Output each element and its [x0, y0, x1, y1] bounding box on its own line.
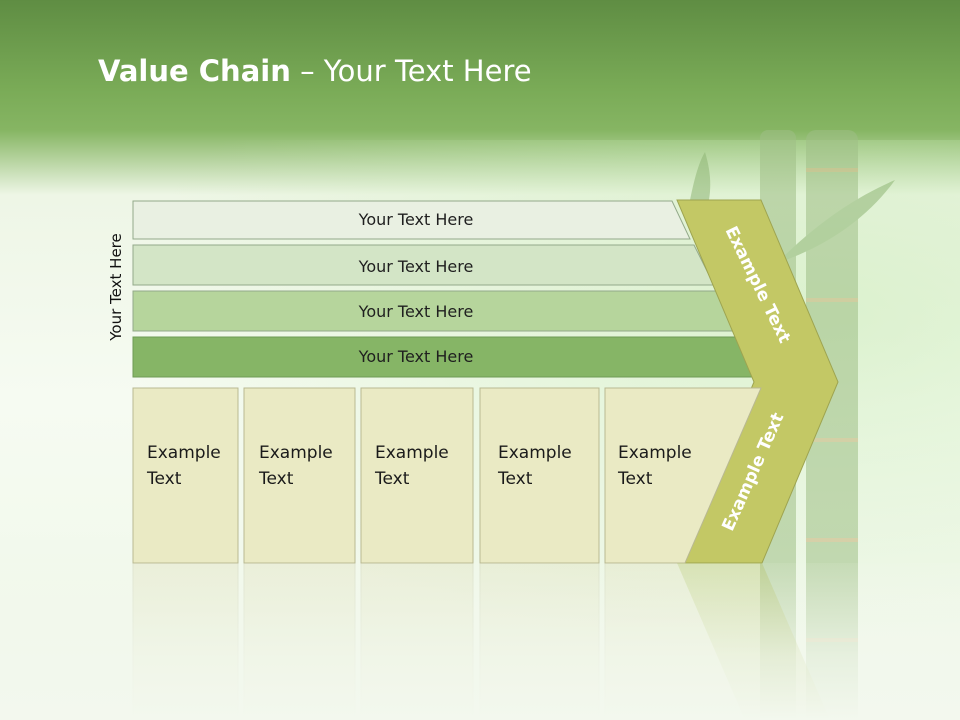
reflection-fade — [0, 563, 960, 720]
box-3 — [360, 387, 474, 564]
box-2-line1: Example — [259, 443, 333, 463]
box-5-line2: Text — [618, 469, 653, 489]
box-4-line1: Example — [498, 443, 572, 463]
bar-2-label: Your Text Here — [358, 257, 474, 276]
box-2-text: Example Text — [259, 440, 333, 492]
box-3-line2: Text — [375, 469, 410, 489]
bar-1-label: Your Text Here — [358, 210, 474, 229]
title-rest: – Your Text Here — [290, 54, 532, 88]
title-bold: Value Chain — [98, 54, 291, 88]
box-3-line1: Example — [375, 443, 449, 463]
box-3-text: Example Text — [375, 440, 449, 492]
bar-1 — [132, 200, 691, 240]
box-1-line2: Text — [147, 469, 182, 489]
box-5-text: Example Text — [618, 440, 692, 492]
box-1 — [132, 387, 239, 564]
box-2 — [243, 387, 356, 564]
box-4 — [479, 387, 600, 564]
box-2-line2: Text — [259, 469, 294, 489]
box-1-text: Example Text — [147, 440, 221, 492]
slide-title: Value Chain – Your Text Here — [98, 54, 532, 88]
bar-3-label: Your Text Here — [358, 302, 474, 321]
bar-4-label: Your Text Here — [358, 347, 474, 366]
box-4-line2: Text — [498, 469, 533, 489]
box-5-line1: Example — [618, 443, 692, 463]
box-4-text: Example Text — [498, 440, 572, 492]
box-1-line1: Example — [147, 443, 221, 463]
